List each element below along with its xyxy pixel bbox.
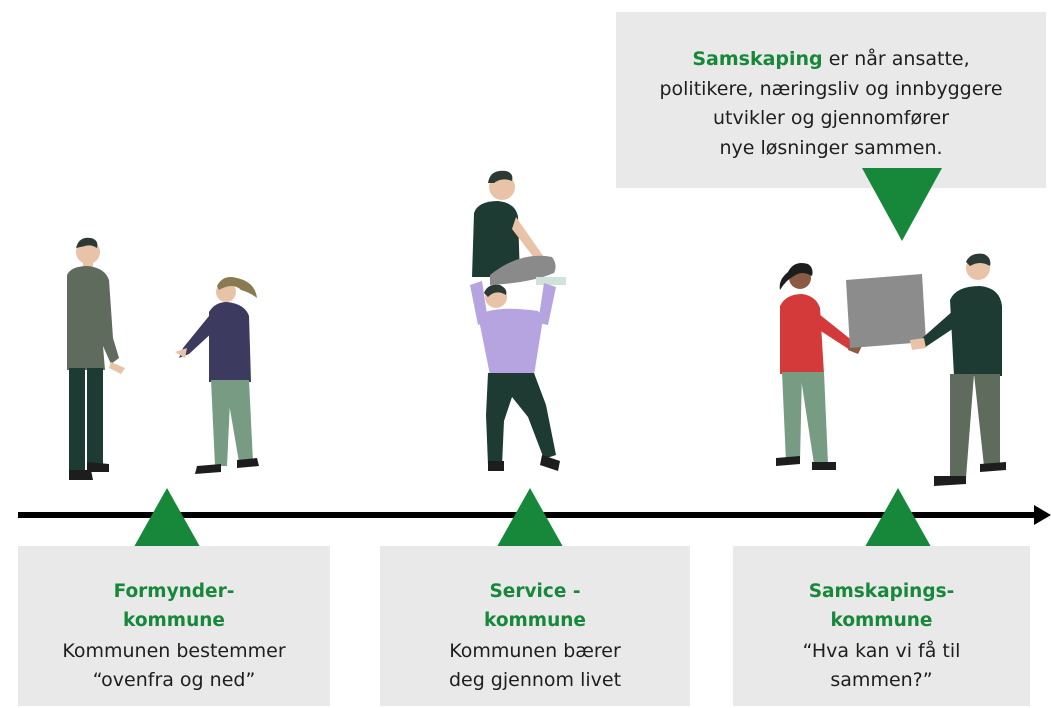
stage-title-line-2: kommune [484,610,586,631]
stage-title-line-2: kommune [830,610,933,631]
stage-description-line-2: “ovenfra og ned” [92,669,256,691]
stage-description-line-2: deg gjennom livet [448,669,622,691]
person-illustration-formynder [67,237,259,480]
triangle-down-icon [862,168,942,241]
person-illustration-samskaping [776,253,1006,486]
stage-title-line-1: Formynder- [113,581,235,602]
stage-description-line-2: sammen?” [830,669,933,691]
definition-line-3: utvikler og gjennomfører [712,107,949,129]
stage-description-line-1: Kommunen bærer [449,640,621,662]
definition-line-4: nye løsninger sammen. [719,136,943,159]
definition-term: Samskaping [692,48,823,70]
definition-line-1-rest: er når ansatte, [822,48,970,70]
definition-box: Samskaping er når ansatte, politikere, n… [616,12,1046,188]
stage-title-line-1: Service - [489,581,581,602]
stage-description-line-1: “Hva kan vi få til [802,640,961,662]
stage-box-samskapingskommune: Samskapings- kommune “Hva kan vi få til … [733,546,1030,706]
stage-title-line-1: Samskapings- [808,581,955,602]
stage-box-formynderkommune: Formynder- kommune Kommunen bestemmer “o… [18,546,330,706]
definition-line-1: Samskaping er når ansatte, [624,45,1038,75]
arrow-right-icon [1034,505,1051,525]
stage-description-line-1: Kommunen bestemmer [62,640,286,662]
definition-line-2: politikere, næringsliv og innbyggere [659,77,1003,100]
person-illustration-service [470,170,566,471]
stage-title-line-2: kommune [123,610,225,631]
stage-box-servicekommune: Service - kommune Kommunen bærer deg gje… [380,546,690,706]
